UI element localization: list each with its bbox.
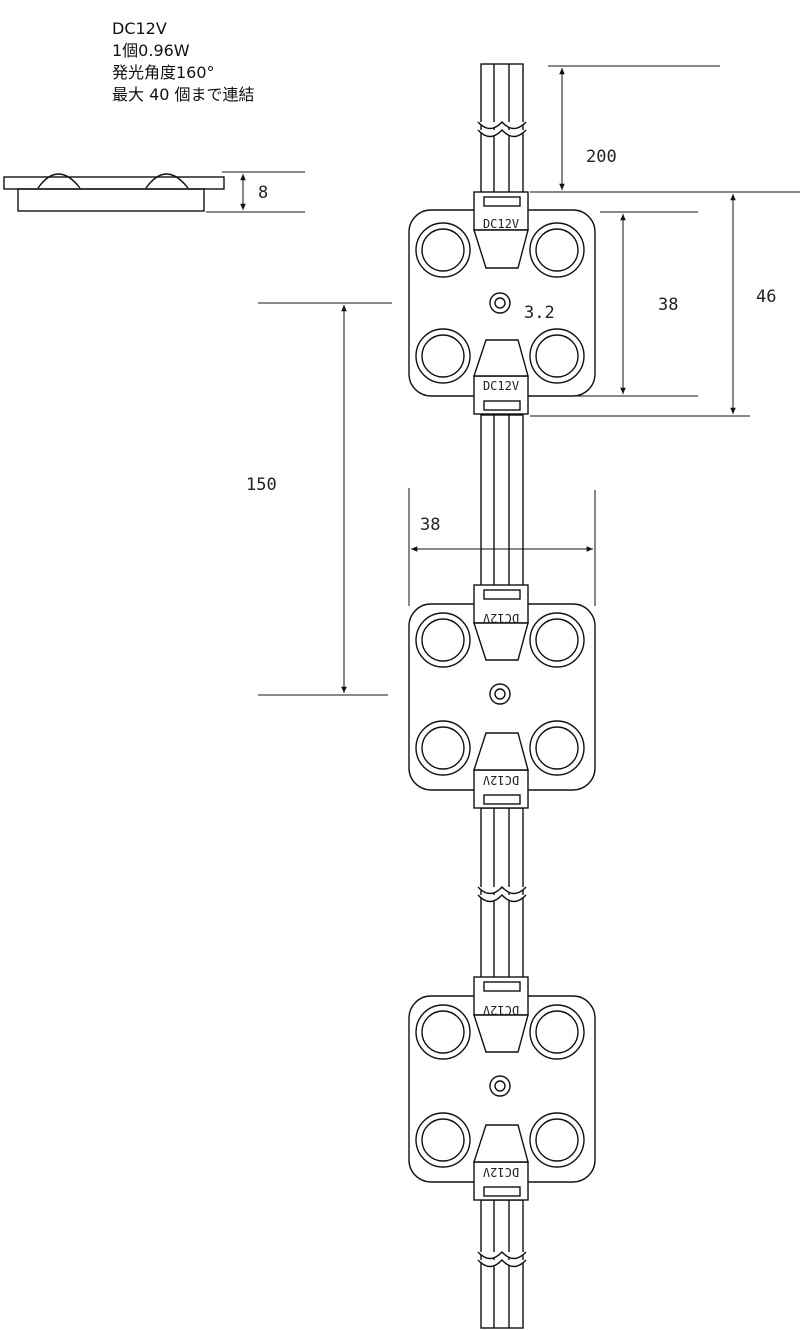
connector-label: DC12V	[483, 611, 519, 625]
module-pitch-label: 150	[246, 475, 277, 495]
hole-diameter-label: 3.2	[524, 303, 555, 323]
module-pitch-dimension	[258, 302, 392, 696]
connector-label: DC12V	[483, 1165, 519, 1179]
wire-length-label: 200	[586, 147, 617, 167]
thickness-label: 8	[258, 183, 268, 203]
spec-angle: 発光角度160°	[112, 63, 215, 82]
spec-power: 1個0.96W	[112, 41, 190, 60]
connector-label: DC12V	[483, 217, 519, 231]
connector-label: DC12V	[483, 379, 519, 393]
connector-label: DC12V	[483, 1003, 519, 1017]
side-view: 8	[3, 171, 305, 213]
module-height-dimension	[530, 194, 750, 417]
led-module	[408, 584, 596, 809]
hole-pitch-dimension	[530, 211, 698, 397]
module-height-label: 46	[756, 287, 776, 307]
module-width-label: 38	[420, 515, 440, 535]
spec-block: DC12V 1個0.96W 発光角度160° 最大 40 個まで連結	[112, 18, 255, 106]
module-width-dimension	[408, 488, 596, 606]
wire-length-dimension	[530, 65, 800, 193]
spec-voltage: DC12V	[112, 19, 167, 38]
led-module	[408, 191, 596, 415]
connector-label: DC12V	[483, 773, 519, 787]
spec-max-chain: 最大 40 個まで連結	[112, 85, 255, 104]
led-module	[408, 976, 596, 1201]
hole-pitch-label: 38	[658, 295, 678, 315]
